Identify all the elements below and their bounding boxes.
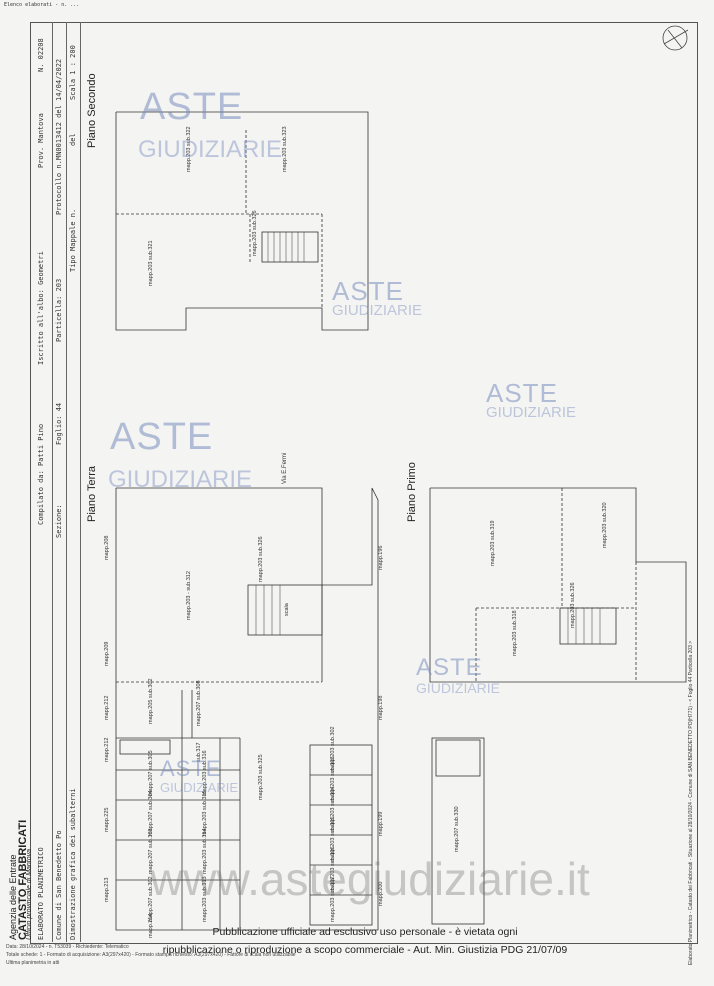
watermark-giudiziarie: GIUDIZIARIE xyxy=(108,466,253,493)
label-terra-312: mapp.203 - sub.312 xyxy=(186,571,192,620)
bottom-meta-line2: Totale schede: 1 - Formato di acquisizio… xyxy=(6,952,296,958)
label-primo-320: mapp.203 sub.320 xyxy=(602,502,608,548)
neighbor-label: mapp.212 xyxy=(104,737,110,762)
neighbor-label: mapp.212 xyxy=(104,695,110,720)
label-terra-326: mapp.203 sub.326 xyxy=(258,536,264,582)
watermark-giudiziarie: GIUDIZIARIE xyxy=(486,404,577,421)
label-primo-330: mapp.207 sub.330 xyxy=(454,806,460,852)
bottom-meta-line3: Ultima planimetria in atti xyxy=(6,960,60,966)
label-terra-325: mapp.203 sub.325 xyxy=(258,754,264,800)
watermark-giudiziarie: GIUDIZIARIE xyxy=(332,302,423,319)
label-sec-326: mapp.203 sub.326 xyxy=(252,210,258,256)
label-terra-207-305: mapp.207 sub.305 xyxy=(148,750,154,796)
watermark-aste: ASTE xyxy=(140,86,244,128)
header-col-1 xyxy=(30,22,53,942)
footer-line1: Pubblicazione ufficiale ad esclusivo uso… xyxy=(212,926,518,938)
document-frame xyxy=(30,22,698,944)
neighbor-label: mapp.198 xyxy=(378,695,384,720)
footer-line2: ripubblicazione o riproduzione a scopo c… xyxy=(162,944,568,956)
label-terra-207-308: mapp.207 sub.308 xyxy=(196,680,202,726)
bottom-meta-line1: Data: 28/10/2024 - n. T53039 - Richieden… xyxy=(6,944,129,950)
watermark-aste: ASTE xyxy=(416,654,483,681)
watermark-aste: ASTE xyxy=(486,378,558,408)
watermark-giudiziarie: GIUDIZIARIE xyxy=(138,136,283,163)
neighbor-label: mapp.199 xyxy=(378,811,384,836)
watermark-giudiziarie: GIUDIZIARIE xyxy=(160,780,239,795)
watermark-aste: ASTE xyxy=(110,416,214,458)
label-primo-318: mapp.203 sub.318 xyxy=(512,610,518,656)
watermark-aste: ASTE xyxy=(160,756,222,781)
label-sec-323: mapp.203 sub.323 xyxy=(282,126,288,172)
plan-title-terra: Piano Terra xyxy=(86,465,98,522)
top-line: Elenco elaborati - n. ... xyxy=(4,2,80,8)
plan-title-secondo: Piano Secondo xyxy=(86,73,98,148)
label-terra-205-302: mapp.205 sub.302 xyxy=(148,678,154,724)
header-col-2 xyxy=(52,22,67,942)
label-primo-326: mapp.203 sub.326 xyxy=(570,582,576,628)
street-label: Via E.Fermi xyxy=(282,452,288,484)
neighbor-label: mapp.213 xyxy=(104,877,110,902)
watermark-url: www.astegiudiziarie.it xyxy=(150,853,590,905)
watermark-aste: ASTE xyxy=(332,276,404,306)
neighbor-label: mapp.196 xyxy=(378,545,384,570)
label-terra-scala: scala xyxy=(284,603,290,616)
neighbor-label: mapp.209 xyxy=(104,641,110,666)
neighbor-label: mapp.225 xyxy=(104,807,110,832)
neighbor-label: mapp.208 xyxy=(104,535,110,560)
header-col-3 xyxy=(66,22,81,942)
watermark-giudiziarie: GIUDIZIARIE xyxy=(416,680,501,696)
label-sec-321: mapp.203 sub.321 xyxy=(148,240,154,286)
plan-title-primo: Piano Primo xyxy=(406,462,418,522)
label-primo-319: mapp.203 sub.319 xyxy=(490,520,496,566)
